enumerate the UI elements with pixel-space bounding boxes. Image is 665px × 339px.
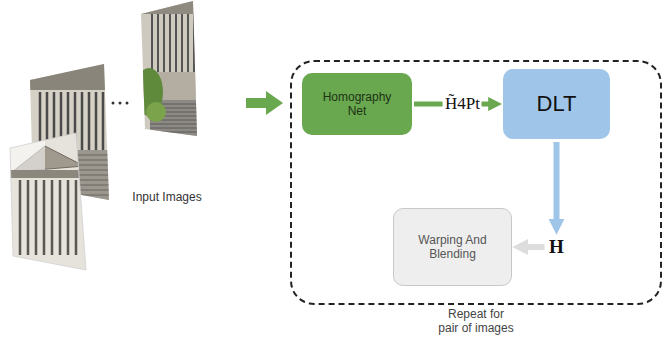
- node-text: DLT: [537, 91, 577, 117]
- ellipsis-dots: [112, 102, 129, 105]
- node-text: Homography Net: [317, 90, 397, 119]
- image-label: Input Images: [132, 190, 202, 204]
- warping-box: Warping And Blending: [393, 208, 512, 286]
- building-photo: [135, 0, 205, 140]
- network-box: Homography Net: [302, 73, 412, 135]
- arrow-segment: [554, 142, 560, 222]
- region-caption: Repeat for pair of images: [416, 307, 536, 335]
- matrix-symbol: H: [547, 236, 566, 259]
- arrow-segment: [525, 244, 545, 250]
- building-photo: [5, 130, 90, 275]
- dlt-box: DLT: [503, 69, 610, 139]
- input-arrow: [246, 91, 283, 115]
- matrix-symbol: H̃4Pt: [443, 94, 482, 114]
- flow-arrow: [525, 142, 557, 247]
- node-text: Warping And Blending: [413, 233, 493, 262]
